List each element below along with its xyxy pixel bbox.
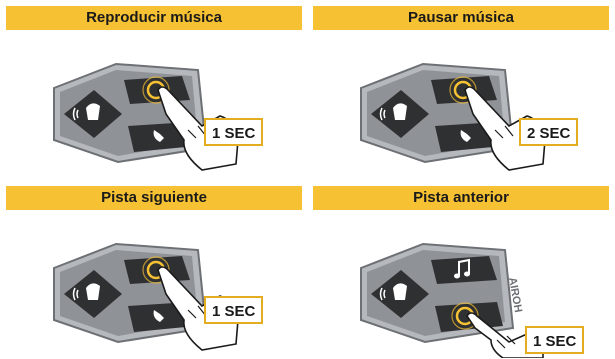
panel-title: Pista siguiente [6,186,302,210]
helmet-wifi-icon [379,283,407,301]
duration-badge: 1 SEC [204,118,264,146]
phone-icon [153,310,164,322]
intercom-device-illustration: AIROH [360,242,544,358]
intercom-device-illustration [53,242,239,351]
panel-title: Pausar música [313,6,609,30]
panel-previous-track: Pista anterior AIROH 1 SEC [313,186,609,358]
top-button [124,76,190,104]
panel-pause-music: Pausar música 2 SEC [313,6,609,178]
intercom-device-illustration [360,62,546,171]
intercom-device-illustration [53,62,239,171]
phone-icon [153,130,164,142]
phone-icon [460,130,471,142]
helmet-wifi-icon [72,283,100,301]
duration-badge: 1 SEC [204,296,264,324]
music-note-icon [454,258,470,279]
panel-next-track: Pista siguiente 1 SEC [6,186,302,358]
panel-play-music: Reproducir música 1 SEC [6,6,302,178]
helmet-wifi-icon [379,103,407,121]
duration-badge: 1 SEC [525,326,585,354]
top-button [124,256,190,284]
top-button [431,76,497,104]
duration-badge: 2 SEC [519,118,579,146]
top-button [431,256,497,284]
helmet-wifi-icon [72,103,100,121]
panel-title: Reproducir música [6,6,302,30]
panel-title: Pista anterior [313,186,609,210]
